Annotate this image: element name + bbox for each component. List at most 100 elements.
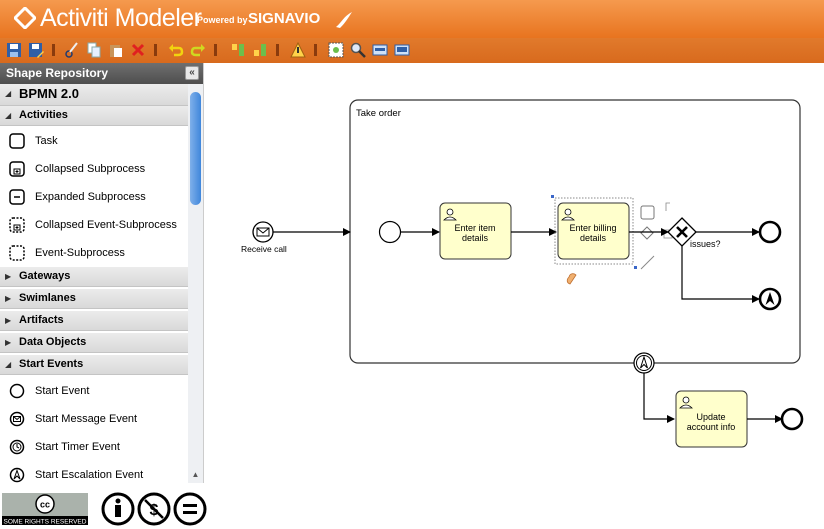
align-bottom-icon[interactable] [252, 42, 268, 58]
shape-start-escalation-event[interactable]: Start Escalation Event [0, 461, 188, 483]
stencil-set-title: BPMN 2.0 [19, 86, 79, 101]
collapsed-triangle-icon: ▶ [5, 294, 12, 303]
shape-label: Task [35, 135, 58, 147]
category-label: Artifacts [19, 314, 64, 326]
quick-add-flow-icon[interactable] [665, 202, 670, 211]
shape-label: Start Message Event [35, 413, 138, 425]
inner-start-event[interactable] [378, 220, 402, 244]
align-top-icon[interactable] [230, 42, 246, 58]
shape-collapsed-subprocess[interactable]: Collapsed Subprocess [0, 155, 188, 183]
save-icon[interactable] [6, 42, 22, 58]
shape-start-timer-event[interactable]: Start Timer Event [0, 433, 188, 461]
category-data-objects[interactable]: ▶ Data Objects [0, 333, 188, 353]
category-activities[interactable]: ◢ Activities [0, 106, 188, 126]
no-derivatives-icon [173, 492, 207, 526]
copy-icon[interactable] [86, 42, 102, 58]
task-icon [9, 133, 25, 149]
shape-expanded-subprocess[interactable]: Expanded Subprocess [0, 183, 188, 211]
collapse-panel-button[interactable]: « [185, 66, 199, 80]
connector-arrow-icon[interactable] [640, 255, 655, 270]
attribution-icon [101, 492, 135, 526]
fit-zoom-icon[interactable] [328, 42, 344, 58]
svg-text:$: $ [150, 502, 159, 519]
start-timer-event-icon [9, 439, 25, 455]
quick-add-gateway-icon[interactable] [640, 226, 654, 240]
redo-icon[interactable] [190, 42, 206, 58]
user-task-icon [679, 396, 693, 409]
expanded-triangle-icon: ◢ [5, 111, 12, 120]
cc-icon [35, 494, 55, 514]
toolbar-separator [314, 44, 317, 56]
app-header: Activiti Modeler Powered by SIGNAVIO [0, 0, 824, 38]
task-enter-billing-details[interactable]: Enter billing details [557, 202, 630, 260]
shapes-menu-icon[interactable] [372, 42, 388, 58]
selection-frame [554, 197, 634, 265]
shape-label: Collapsed Event-Subprocess [35, 219, 177, 231]
scroll-up-arrow-icon[interactable]: ▲ [191, 470, 200, 479]
shape-collapsed-event-subprocess[interactable]: Collapsed Event-Subprocess [0, 211, 188, 239]
repository-scrollbar[interactable]: ▲ [188, 84, 203, 483]
escalation-icon [640, 355, 648, 369]
creative-commons-license[interactable]: cc SOME RIGHTS RESERVED $ [0, 490, 220, 529]
end-event[interactable] [758, 220, 782, 244]
warning-icon[interactable] [290, 42, 306, 58]
task-label-line: details [580, 233, 607, 243]
activiti-logo-icon [14, 7, 36, 29]
shape-label: Event-Subprocess [35, 247, 125, 259]
start-message-event-icon [9, 411, 25, 427]
shape-label: Start Event [35, 385, 90, 397]
escalation-end-event[interactable] [758, 287, 782, 311]
undo-icon[interactable] [168, 42, 184, 58]
envelope-icon [256, 227, 270, 237]
category-swimlanes[interactable]: ▶ Swimlanes [0, 289, 188, 309]
end-event[interactable] [780, 407, 804, 431]
shape-label: Collapsed Subprocess [35, 163, 146, 175]
repository-title: Shape Repository [6, 66, 109, 80]
delete-icon[interactable] [130, 42, 146, 58]
task-update-account-info[interactable]: Update account info [675, 390, 748, 448]
escalation-icon [765, 292, 775, 305]
scrollbar-thumb[interactable] [190, 92, 201, 205]
collapsed-triangle-icon: ▶ [5, 338, 12, 347]
edit-mode-icon[interactable] [394, 42, 410, 58]
cc-mark: cc [40, 500, 50, 510]
sequence-flow[interactable] [681, 246, 760, 303]
powered-by-label: Powered by [197, 15, 248, 25]
expanded-subprocess-icon [9, 189, 25, 205]
zoom-icon[interactable] [350, 42, 366, 58]
cut-icon[interactable] [64, 42, 80, 58]
boundary-escalation-event[interactable] [633, 352, 655, 374]
category-artifacts[interactable]: ▶ Artifacts [0, 311, 188, 331]
task-label-line: details [462, 233, 489, 243]
resize-handle[interactable] [551, 195, 554, 198]
category-label: Start Events [19, 358, 84, 370]
toolbar [0, 38, 824, 63]
wrench-icon[interactable] [566, 273, 577, 285]
signavio-bird-icon [336, 12, 352, 28]
quick-add-task-icon[interactable] [640, 205, 655, 220]
shape-label: Start Timer Event [35, 441, 120, 453]
receive-call-event[interactable] [252, 221, 274, 243]
resize-handle[interactable] [634, 266, 637, 269]
category-start-events[interactable]: ◢ Start Events [0, 355, 188, 375]
vendor-name: SIGNAVIO [248, 10, 321, 27]
save-as-icon[interactable] [28, 42, 44, 58]
sequence-flow[interactable] [643, 373, 675, 423]
collapsed-subprocess-icon [9, 161, 25, 177]
user-task-icon [561, 208, 575, 221]
shape-start-event[interactable]: Start Event [0, 377, 188, 405]
shape-event-subprocess[interactable]: Event-Subprocess [0, 239, 188, 267]
category-gateways[interactable]: ▶ Gateways [0, 267, 188, 287]
shape-start-message-event[interactable]: Start Message Event [0, 405, 188, 433]
shape-repository-panel: Shape Repository « ◢ BPMN 2.0 ◢ Activiti… [0, 63, 204, 483]
stencil-set-header[interactable]: ◢ BPMN 2.0 [0, 84, 188, 106]
user-task-icon [443, 208, 457, 221]
shape-task[interactable]: Task [0, 127, 188, 155]
diagram-canvas[interactable]: Take order Receive call Enter item detai… [204, 63, 824, 483]
toolbar-separator [52, 44, 55, 56]
paste-icon[interactable] [108, 42, 124, 58]
task-label-line: Enter billing [569, 223, 616, 233]
task-enter-item-details[interactable]: Enter item details [439, 202, 512, 260]
collapsed-triangle-icon: ▶ [5, 272, 12, 281]
task-label-line: Enter item [454, 223, 495, 233]
